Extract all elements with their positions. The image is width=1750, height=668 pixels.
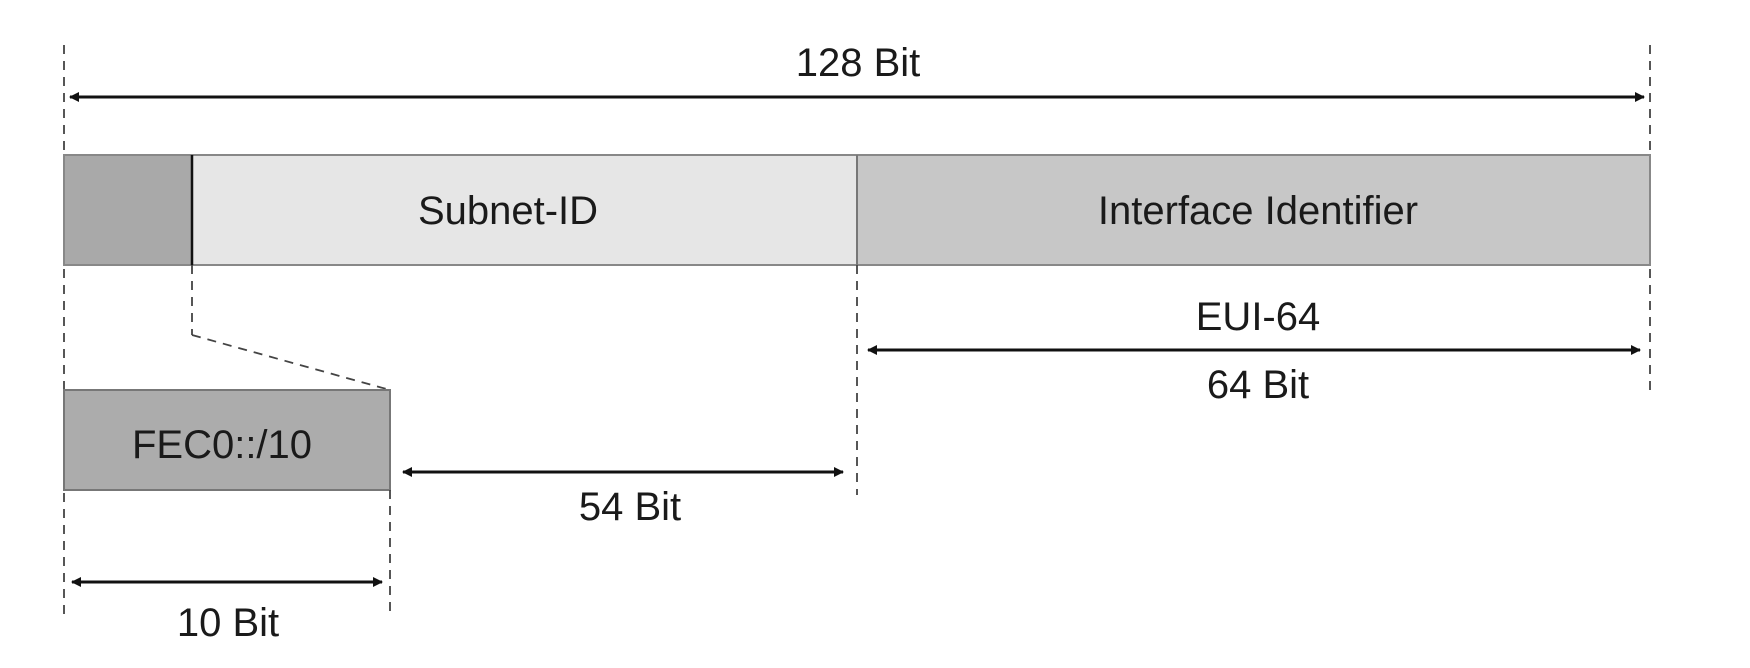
prefix-width-label: 10 Bit <box>177 601 279 645</box>
prefix-zoom-line-diagonal <box>191 334 391 391</box>
prefix-field <box>64 155 192 265</box>
subnet-width-label: 54 Bit <box>579 485 681 529</box>
total-width-label: 128 Bit <box>796 41 921 85</box>
interface-width-label: 64 Bit <box>1207 363 1309 407</box>
prefix-label: FEC0::/10 <box>132 423 312 467</box>
eui64-label: EUI-64 <box>1196 295 1321 339</box>
interface-identifier-label: Interface Identifier <box>1098 189 1418 233</box>
address-bar: Subnet-ID Interface Identifier <box>63 154 1651 266</box>
interface-identifier-field <box>857 155 1650 265</box>
prefix-detail-box <box>63 389 391 491</box>
subnet-id-label: Subnet-ID <box>418 189 598 233</box>
subnet-id-field <box>192 155 857 265</box>
